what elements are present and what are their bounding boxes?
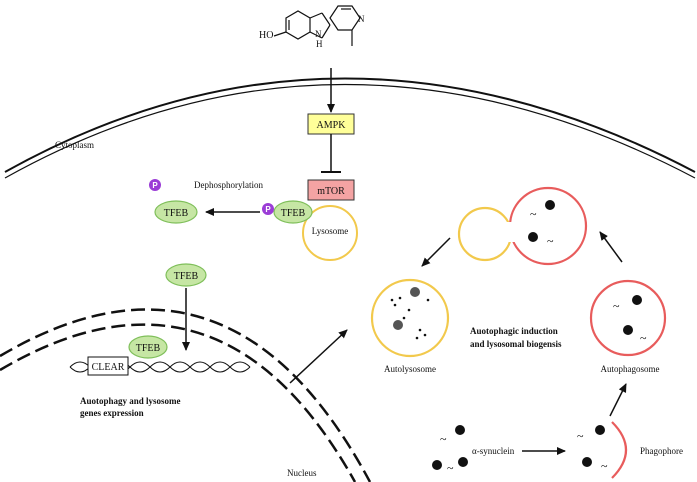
phospho-group-on-tfeb <box>262 203 274 215</box>
phagophore-synuclein-1: ~ <box>577 429 584 443</box>
tfeb-phosphorylated <box>273 200 313 224</box>
lysosome-label: Lysosome <box>312 226 349 236</box>
phospho-label-1: P <box>265 205 271 214</box>
induction-line-1: Auotophagic induction <box>470 326 558 336</box>
nuclear-envelope-outer <box>0 308 372 482</box>
tfeb-free <box>154 200 198 224</box>
autolysosome <box>370 278 450 358</box>
fusion-cargo <box>528 200 555 242</box>
nucleus-label: Nucleus <box>287 468 317 478</box>
ampk-label: AMPK <box>317 120 347 131</box>
gene-expression-line-2: genes expression <box>80 408 144 418</box>
clear-element-box <box>87 356 129 376</box>
autophagosome-synuclein-2: ~ <box>640 331 647 345</box>
free-synuclein-1: ~ <box>440 432 447 446</box>
phospho-label-2: P <box>152 181 158 190</box>
mtor-box <box>307 179 355 201</box>
fusion-pore <box>505 222 515 242</box>
molecule-ho-label: HO <box>259 30 273 41</box>
molecule-n-label: N <box>315 29 322 39</box>
phagophore <box>611 421 627 479</box>
harmol-molecule <box>273 5 361 46</box>
autophagosome <box>589 279 667 357</box>
synuclein-label: α-synuclein <box>472 446 515 456</box>
clear-label: CLEAR <box>92 362 125 373</box>
gene-expression-line-1: Auotophagy and lysosome <box>80 396 181 406</box>
phospho-group-released <box>149 179 161 191</box>
fusion-to-autolysosome-arrow <box>421 237 451 267</box>
cytoplasm-label: Cytoplasm <box>55 140 94 150</box>
tfeb-bound <box>128 335 168 359</box>
autophagosome-label: Autophagosome <box>601 364 660 374</box>
fusing-autophagosome <box>508 186 588 266</box>
autophagosome-cargo <box>623 295 642 335</box>
dephosphorylation-label: Dephosphorylation <box>194 180 263 190</box>
phagophore-to-autophagosome-arrow <box>609 383 627 417</box>
nuclear-envelope-inner <box>0 323 357 482</box>
lysosome <box>302 205 358 261</box>
tfeb-free-label: TFEB <box>164 208 189 219</box>
autophagosome-to-fusion-arrow <box>599 231 623 263</box>
fusion-synuclein-1: ~ <box>530 207 537 221</box>
nucleus-to-induction-arrow <box>289 329 348 384</box>
autophagosome-synuclein-1: ~ <box>613 299 620 313</box>
cell-membrane-inner <box>4 83 696 179</box>
phagophore-label: Phagophore <box>640 446 683 456</box>
induction-line-2: and lysosomal biogensis <box>470 339 562 349</box>
tfeb-bound-label: TFEB <box>136 343 161 354</box>
mtor-label: mTOR <box>317 186 345 197</box>
tfeb-phosphorylated-label: TFEB <box>281 208 306 219</box>
free-synuclein-aggregates <box>432 425 468 470</box>
tfeb-translocating <box>165 263 207 287</box>
fusing-lysosome <box>457 206 513 262</box>
molecule-ring-n-label: N <box>358 14 365 24</box>
fusion-synuclein-2: ~ <box>547 234 554 248</box>
molecule-h-label: H <box>316 39 323 49</box>
autolysosome-label: Autolysosome <box>384 364 436 374</box>
phagophore-cargo <box>582 425 605 467</box>
free-synuclein-2: ~ <box>447 461 454 475</box>
tfeb-translocating-label: TFEB <box>174 271 199 282</box>
cell-membrane-outer <box>4 77 696 173</box>
degraded-aggregates <box>390 287 430 340</box>
phagophore-synuclein-2: ~ <box>601 459 608 473</box>
